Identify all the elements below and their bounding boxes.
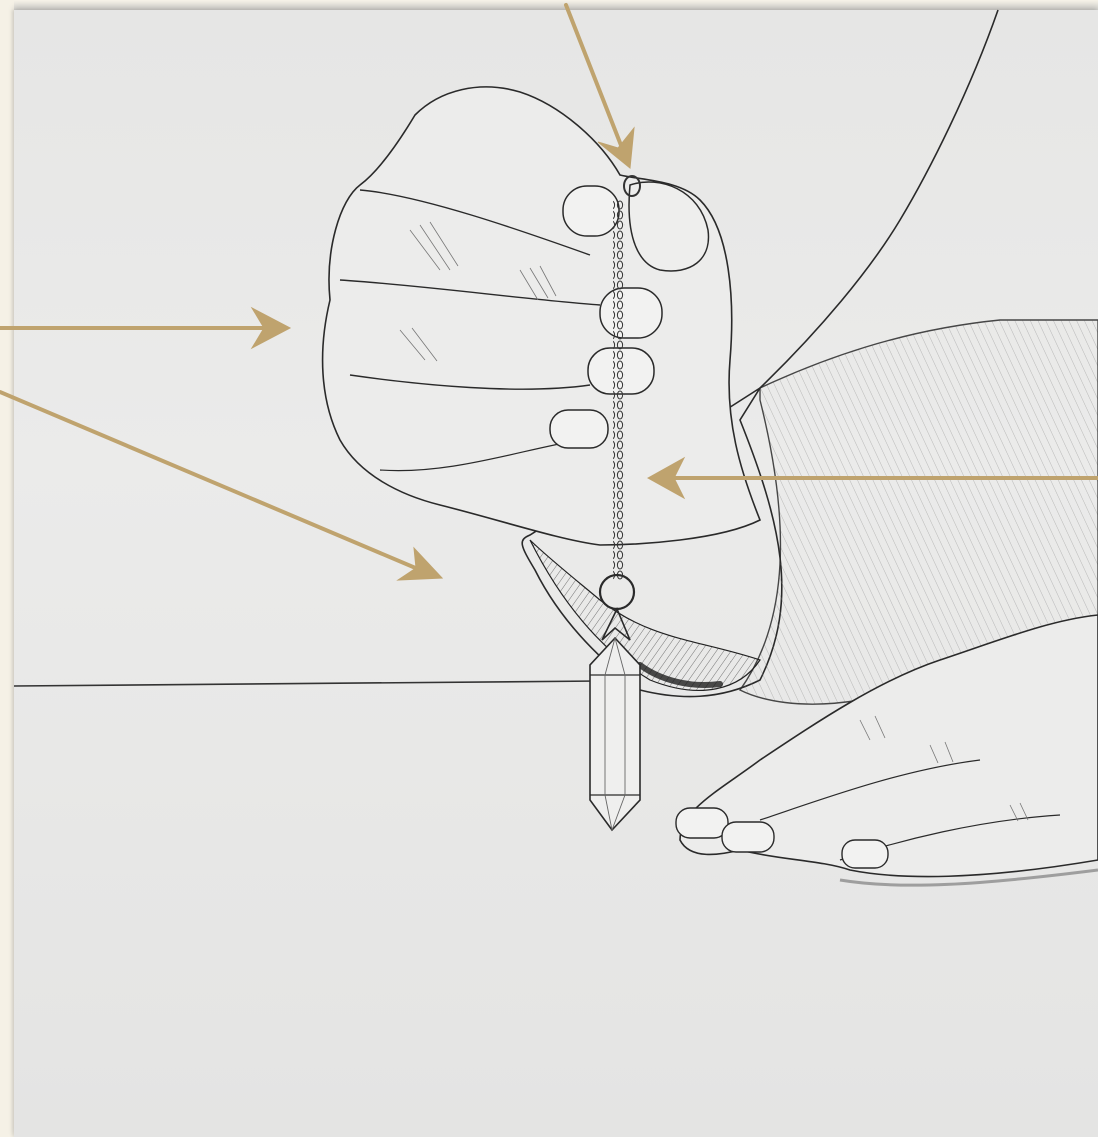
table-edge-line bbox=[14, 681, 600, 686]
crystal-pendant bbox=[590, 638, 640, 830]
arrow-left-upper bbox=[0, 308, 290, 348]
